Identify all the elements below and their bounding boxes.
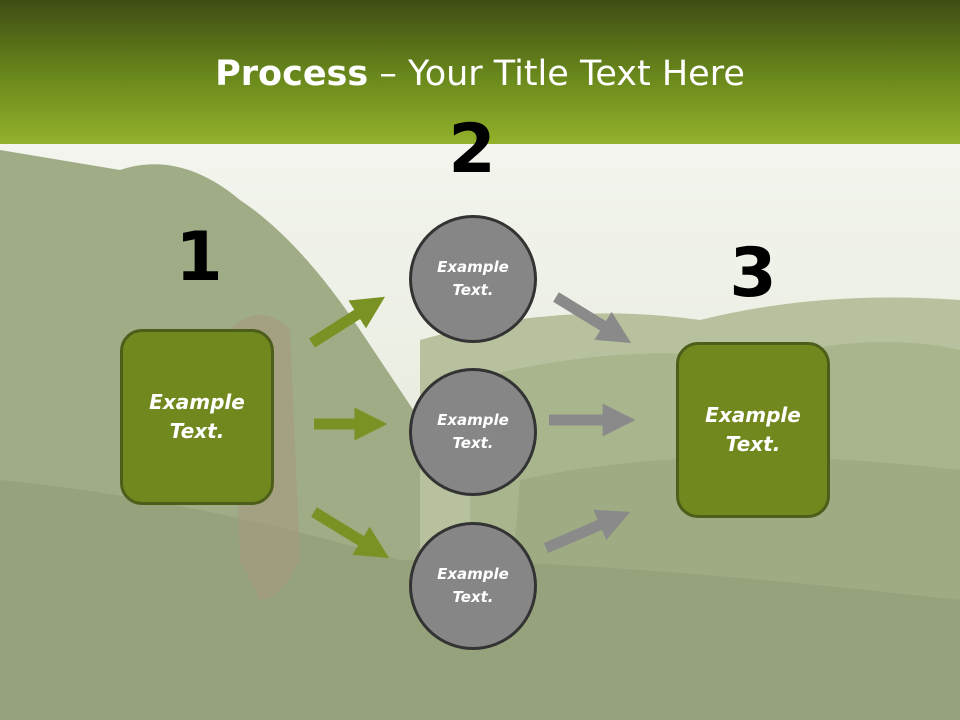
green-arrow-down: [311, 507, 390, 559]
gray-arrow-up: [543, 509, 631, 554]
step-number-1: 1: [175, 218, 223, 297]
slide-title: Process – Your Title Text Here: [0, 52, 960, 96]
title-rest-part: – Your Title Text Here: [368, 54, 745, 94]
circle-top-line1: Example: [437, 258, 509, 276]
step-3-label-line2: Text.: [725, 432, 781, 456]
circle-middle-line2: Text.: [452, 434, 494, 452]
step-1-label-line2: Text.: [169, 419, 225, 443]
circle-bottom-line1: Example: [437, 565, 509, 583]
circle-top-line2: Text.: [452, 281, 494, 299]
step-number-3: 3: [729, 234, 777, 313]
green-arrow-up: [309, 296, 386, 348]
title-bold-part: Process: [215, 54, 369, 94]
step-3-label-line1: Example: [705, 403, 801, 427]
step-number-2: 2: [448, 110, 496, 189]
circle-middle-line1: Example: [437, 411, 509, 429]
gray-arrow-down: [553, 292, 632, 344]
step-1-label-line1: Example: [149, 390, 245, 414]
title-banner: [0, 0, 960, 144]
circle-bottom-line2: Text.: [452, 588, 494, 606]
